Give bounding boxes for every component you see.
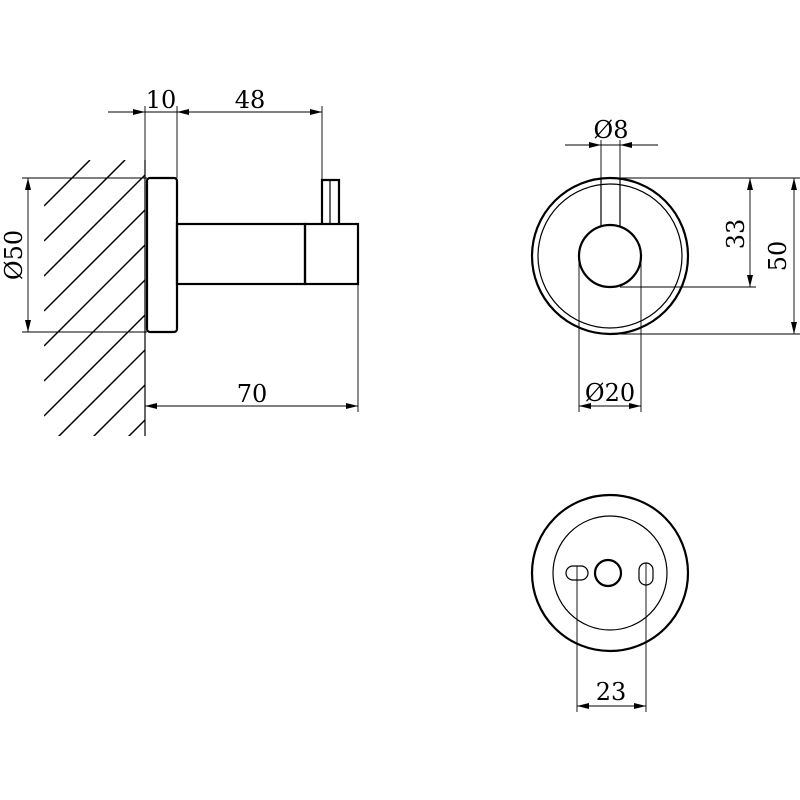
dimension-arm-diameter: Ø20 (578, 256, 642, 412)
dim-label-hook-offset: 48 (235, 86, 266, 114)
dimension-hook-diameter: Ø8 (565, 116, 658, 178)
dimension-hole-spacing: 23 (576, 580, 647, 712)
dim-label-projection: 70 (237, 380, 268, 408)
dimension-projection: 70 (145, 284, 359, 412)
dimension-hook-height: 33 (620, 177, 800, 288)
dim-label-base-diameter: Ø50 (0, 230, 28, 280)
arm-circle (577, 223, 643, 289)
back-outer-circle (530, 493, 690, 653)
back-view: 23 (530, 493, 690, 712)
back-inner-circle (552, 515, 668, 631)
dim-label-arm-diameter: Ø20 (585, 379, 635, 407)
base-plate (145, 176, 179, 334)
hook-head (303, 222, 360, 286)
dim-label-hook-height: 33 (722, 219, 750, 250)
dimension-hook-offset: 48 (235, 86, 323, 180)
dim-label-base-thickness: 10 (146, 86, 177, 114)
dimension-total-height: 50 (610, 178, 800, 335)
wall-hatching (44, 160, 145, 436)
dim-label-hook-diameter: Ø8 (594, 116, 629, 144)
hook-arm (175, 222, 307, 286)
center-hole (593, 558, 623, 588)
dim-label-hole-spacing: 23 (596, 678, 627, 706)
side-view: 10 48 Ø50 70 (0, 86, 360, 436)
front-view: Ø8 33 50 Ø20 (530, 116, 800, 412)
base-inner-circle (537, 183, 683, 329)
dim-label-total-height: 50 (764, 241, 792, 272)
dimension-base-diameter: Ø50 (0, 177, 147, 333)
dimension-base-thickness: 10 (108, 86, 322, 178)
base-outer-circle (530, 176, 690, 336)
